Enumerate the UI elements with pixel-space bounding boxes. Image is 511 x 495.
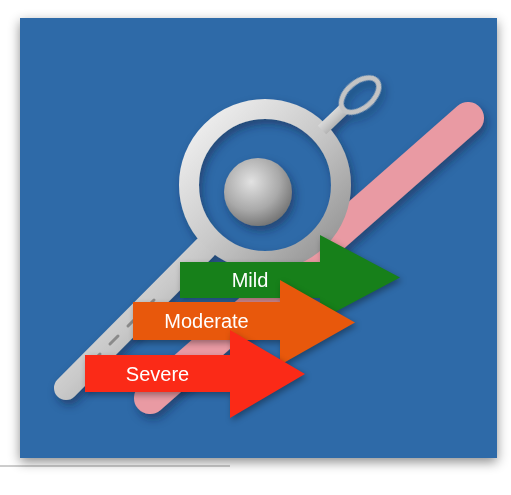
ring-neck (322, 108, 345, 130)
rule-line (0, 466, 230, 467)
arrow-shape (85, 330, 305, 418)
severity-label: Moderate (133, 302, 280, 340)
center-knob (224, 158, 292, 226)
device-group (66, 71, 468, 398)
severity-label: Severe (85, 355, 230, 392)
handle-slot (110, 336, 118, 344)
severity-label: Mild (180, 262, 320, 298)
arrow-outline (85, 330, 305, 418)
ring-eyelet (335, 71, 385, 119)
device-ring (189, 109, 341, 261)
severity-arrow: Severe (85, 330, 305, 418)
background-card (20, 18, 497, 458)
